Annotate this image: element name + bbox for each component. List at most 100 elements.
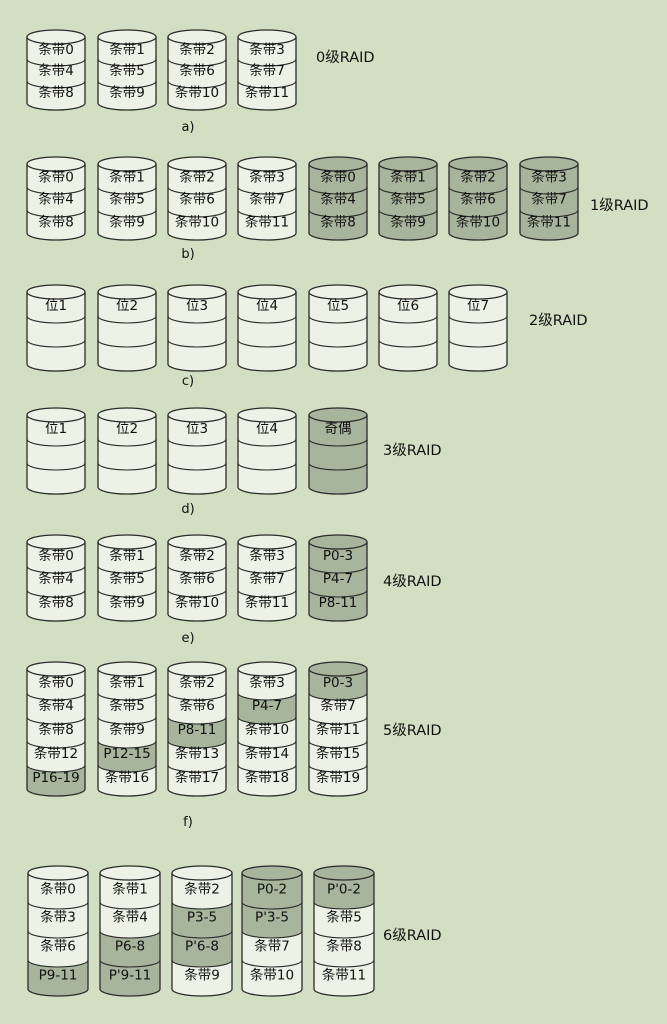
stripe-label: 条带11 <box>322 967 366 984</box>
disk: 位5 <box>308 284 368 372</box>
disk-band-line <box>313 959 375 968</box>
parity-band <box>242 902 302 938</box>
disk: 位4 <box>237 284 297 372</box>
disk-body <box>309 164 367 240</box>
disk: 位2 <box>97 284 157 372</box>
disk-band-line <box>237 80 297 89</box>
disk-band-line <box>308 315 368 324</box>
disk-body <box>449 292 507 371</box>
stripe-label: 条带8 <box>320 214 356 231</box>
disk-bottom-arc <box>167 363 227 372</box>
disk-bottom-arc <box>167 613 227 622</box>
disk-band-line <box>167 462 227 471</box>
disk-body <box>379 164 437 240</box>
stripe-label: 条带3 <box>40 909 76 926</box>
disk-band-line <box>167 339 227 348</box>
disk-bottom-arc <box>99 988 161 997</box>
stripe-label: P9-11 <box>39 968 78 984</box>
stripe-label: 条带10 <box>456 214 500 231</box>
disk-bottom-arc <box>167 232 227 241</box>
stripe-label: 条带9 <box>109 594 145 611</box>
stripe-label: P'6-8 <box>185 939 219 955</box>
stripe-label: 条带7 <box>254 938 290 955</box>
stripe-label: P0-3 <box>323 548 353 564</box>
stripe-label: 条带0 <box>40 881 76 898</box>
disk-bottom-arc <box>27 988 89 997</box>
disk-top-cap <box>167 407 227 423</box>
disk-body <box>309 669 367 796</box>
stripe-label: 条带3 <box>249 547 285 564</box>
section-raid0: 条带0条带4条带8条带1条带5条带9条带2条带6条带10条带3条带7条带110级… <box>26 29 375 135</box>
stripe-label: 条带6 <box>179 697 215 714</box>
disk-band-line <box>27 901 89 910</box>
stripe-label: 条带8 <box>38 721 74 738</box>
disk-bottom-arc <box>167 102 227 111</box>
disk-band-line <box>448 339 508 348</box>
disk-top-cap <box>308 534 368 550</box>
stripe-label: 位2 <box>116 298 138 314</box>
disk-top-cap <box>378 284 438 300</box>
disk-band-line <box>167 438 227 447</box>
disk-body <box>98 164 156 240</box>
stripe-label: P0-3 <box>323 675 353 691</box>
stripe-label: P8-11 <box>319 595 358 611</box>
stripe-label: 条带4 <box>38 697 74 714</box>
stripe-label: 条带10 <box>250 967 294 984</box>
stripe-label: 条带2 <box>184 881 220 898</box>
disk-band-line <box>97 764 157 773</box>
disk-bottom-arc <box>26 102 86 111</box>
disk-band-line <box>241 930 303 939</box>
stripe-label: 条带7 <box>249 570 285 587</box>
disk-top-cap <box>97 29 157 45</box>
disk-band-line <box>167 80 227 89</box>
disk-top-cap <box>448 156 508 172</box>
disk-band-line <box>308 764 368 773</box>
disk-band-line <box>237 339 297 348</box>
raid-level-label: 6级RAID <box>383 927 442 944</box>
disk-band-line <box>448 209 508 218</box>
disk-body <box>238 164 296 240</box>
parity-band <box>100 931 160 967</box>
figure-caption: c) <box>182 374 194 389</box>
disk-band-line <box>237 764 297 773</box>
disk-body <box>28 873 88 996</box>
disk-body <box>27 669 85 796</box>
disk-band-line <box>167 565 227 574</box>
disk-band-line <box>448 186 508 195</box>
stripe-label: 条带9 <box>109 84 145 101</box>
stripe-label: 位2 <box>116 421 138 437</box>
stripe-label: 条带4 <box>112 909 148 926</box>
disk-band-line <box>97 58 157 67</box>
disk-top-cap <box>97 284 157 300</box>
disk-bottom-arc <box>97 363 157 372</box>
disk-band-line <box>237 315 297 324</box>
disk: 位1 <box>26 284 86 372</box>
disk-body <box>27 164 85 240</box>
disk-band-line <box>308 565 368 574</box>
disk-band-line <box>308 186 368 195</box>
disk-band-line <box>167 58 227 67</box>
disk-bottom-arc <box>97 613 157 622</box>
disk-band-line <box>26 716 86 725</box>
stripe-label: 条带8 <box>38 84 74 101</box>
stripe-label: 条带17 <box>175 769 219 786</box>
disk-top-cap <box>308 284 368 300</box>
stripe-label: P16-19 <box>32 770 79 786</box>
disk-top-cap <box>167 29 227 45</box>
disk-top-cap <box>308 407 368 423</box>
disk-body <box>238 37 296 110</box>
parity-band <box>314 873 374 909</box>
stripe-label: 条带2 <box>179 547 215 564</box>
figure-caption: a) <box>181 120 194 135</box>
disk-bottom-arc <box>308 363 368 372</box>
disk-body <box>98 37 156 110</box>
disk-top-cap <box>167 156 227 172</box>
